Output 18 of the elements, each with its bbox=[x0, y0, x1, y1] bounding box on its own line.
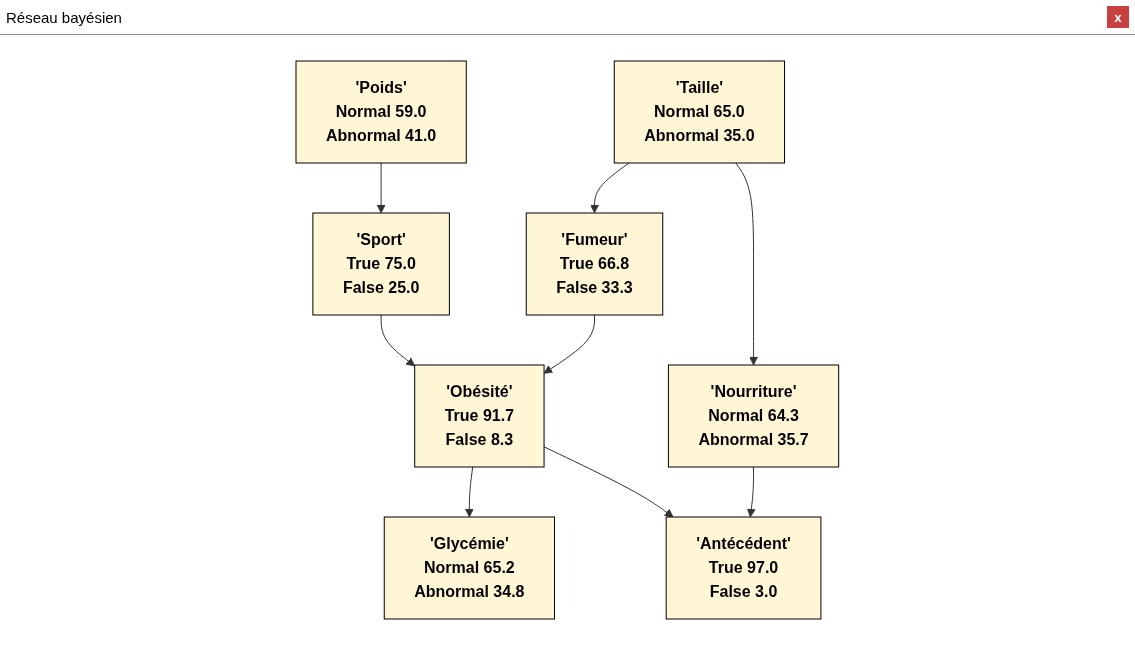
window-title: Réseau bayésien bbox=[6, 8, 122, 26]
arrow bbox=[543, 446, 674, 518]
node-box: 'Obésité' True 91.7 False 8.3 bbox=[414, 364, 545, 468]
node-box: 'Poids' Normal 59.0 Abnormal 41.0 bbox=[295, 60, 467, 164]
arrow bbox=[735, 162, 759, 366]
node-box: 'Fumeur' True 66.8 False 33.3 bbox=[525, 212, 664, 316]
arrow bbox=[380, 314, 416, 367]
node-box: 'Sport' True 75.0 False 25.0 bbox=[312, 212, 451, 316]
arrow bbox=[590, 162, 630, 214]
arrow bbox=[543, 314, 596, 374]
arrow bbox=[376, 162, 386, 214]
arrow bbox=[465, 466, 474, 518]
close-button: x bbox=[1107, 6, 1129, 28]
node-box: 'Taille' Normal 65.0 Abnormal 35.0 bbox=[613, 60, 786, 164]
node-box: 'Antécédent' True 97.0 False 3.0 bbox=[665, 516, 822, 620]
arrow bbox=[747, 466, 756, 518]
node-box: 'Nourriture' Normal 64.3 Abnormal 35.7 bbox=[668, 364, 840, 468]
node-box: 'Glycémie' Normal 65.2 Abnormal 34.8 bbox=[383, 516, 556, 620]
